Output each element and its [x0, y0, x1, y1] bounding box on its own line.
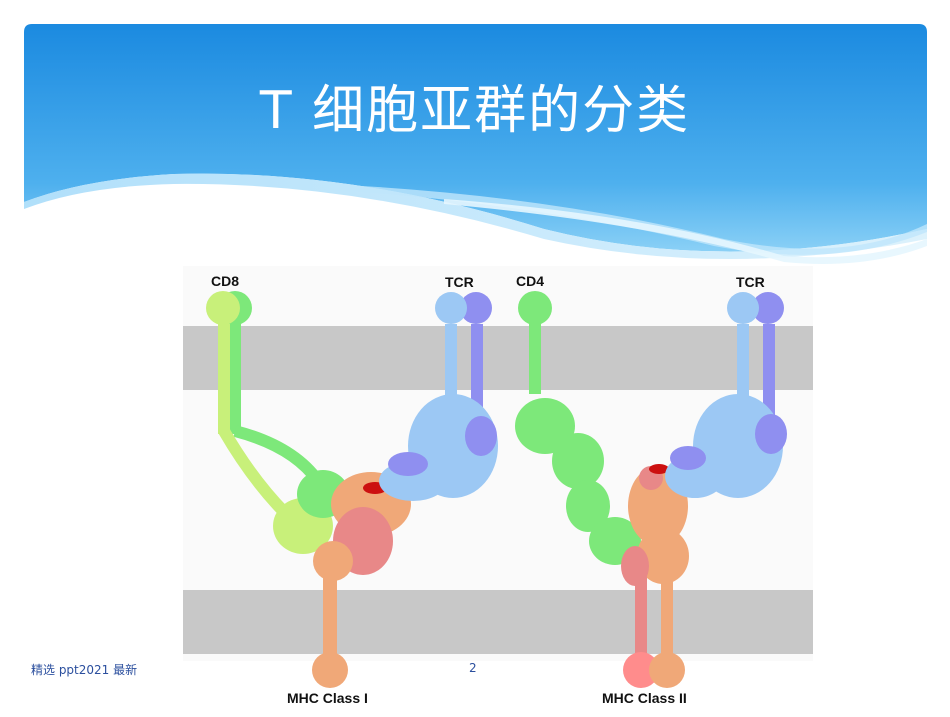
- cd4-molecule: [515, 291, 641, 565]
- upper-membrane: [183, 326, 813, 390]
- cd8-label: CD8: [211, 273, 239, 289]
- footer-text: 精选 ppt2021 最新: [31, 663, 138, 677]
- header-banner: [24, 24, 927, 264]
- tcr-left: [379, 292, 498, 501]
- mhc-class-i: [312, 472, 411, 688]
- tcr-right-label: TCR: [736, 274, 765, 290]
- cd4-label: CD4: [516, 273, 544, 289]
- mhc-class-ii-label: MHC Class II: [602, 690, 687, 706]
- tcr-right: [665, 292, 787, 498]
- mhc-class-i-label: MHC Class I: [287, 690, 368, 706]
- tcr-left-label: TCR: [445, 274, 474, 290]
- tcell-mhc-figure: CD8 TCR CD4 TCR MHC Class I MHC Class II: [183, 266, 813, 713]
- cd8-molecule: [206, 291, 349, 554]
- page-number: 2: [469, 661, 477, 675]
- lower-membrane: [183, 590, 813, 654]
- page-title: T 细胞亚群的分类: [259, 81, 691, 141]
